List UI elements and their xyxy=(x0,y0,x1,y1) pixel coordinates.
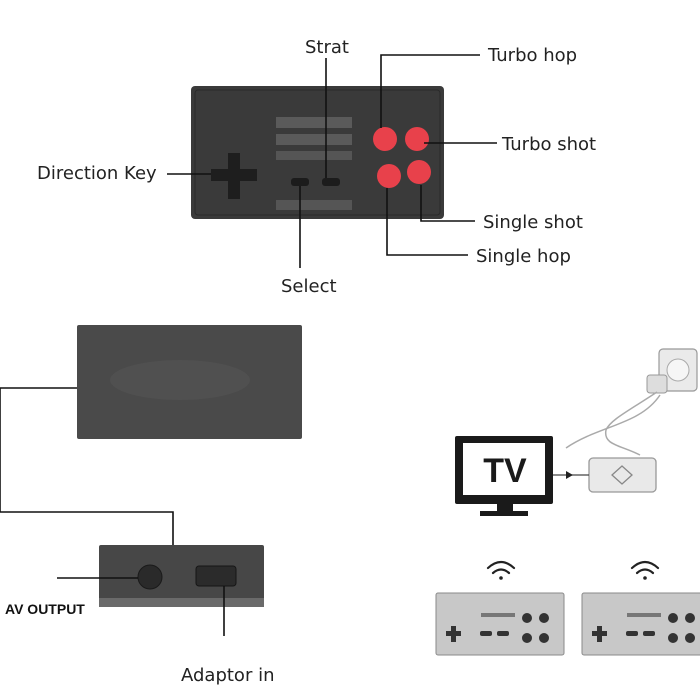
wireless-signal-icon xyxy=(486,560,516,580)
console-top-view xyxy=(77,325,302,439)
console-rear-body xyxy=(99,545,264,607)
console-shading xyxy=(110,360,250,400)
center-stripe xyxy=(276,134,352,145)
single-hop-button xyxy=(377,164,401,188)
turbo-shot-label: Turbo shot xyxy=(501,134,596,155)
strat-label: Strat xyxy=(305,37,349,58)
turbo-hop-callout-line xyxy=(380,54,480,128)
center-stripe xyxy=(276,117,352,128)
hdmi-adaptor-port-icon xyxy=(195,565,237,587)
select-label: Select xyxy=(281,276,337,297)
console-rear-view xyxy=(99,545,264,607)
power-cable xyxy=(565,394,661,449)
select-button xyxy=(291,178,309,186)
center-stripe xyxy=(276,200,352,210)
adaptor-in-label: Adaptor in xyxy=(181,665,274,686)
wall-outlet-icon xyxy=(646,348,698,394)
turbo-shot-button xyxy=(405,127,429,151)
power-cable xyxy=(605,391,658,456)
turbo-hop-label: Turbo hop xyxy=(487,45,577,66)
tv-stand xyxy=(480,511,528,516)
turbo-hop-button xyxy=(373,127,397,151)
av-output-label: AV OUTPUT xyxy=(5,601,85,617)
console-link-line xyxy=(0,388,174,545)
controller-callouts xyxy=(167,54,497,268)
wireless-controller-1-icon xyxy=(435,592,565,656)
av-output-port-icon xyxy=(137,564,163,590)
tv-icon xyxy=(455,436,553,516)
single-shot-button xyxy=(407,160,431,184)
single-shot-label: Single shot xyxy=(483,212,583,233)
mini-console-icon xyxy=(588,457,657,493)
single-hop-label: Single hop xyxy=(476,246,571,267)
connector-arrow-icon xyxy=(566,471,573,479)
select-start-label-strip xyxy=(276,151,352,160)
single-shot-callout-line xyxy=(420,185,475,222)
tv-screen xyxy=(463,443,545,495)
controller xyxy=(191,86,444,219)
wireless-signal-icon xyxy=(630,560,660,580)
direction-key-label: Direction Key xyxy=(37,163,157,184)
wireless-controller-2-icon xyxy=(581,592,700,656)
start-button xyxy=(322,178,340,186)
controller-bezel xyxy=(194,89,441,216)
console-rear-base xyxy=(99,598,264,607)
tv-label: TV xyxy=(483,452,527,490)
tv-neck xyxy=(497,504,513,512)
direction-pad-icon xyxy=(211,153,257,199)
single-hop-callout-line xyxy=(386,188,468,256)
